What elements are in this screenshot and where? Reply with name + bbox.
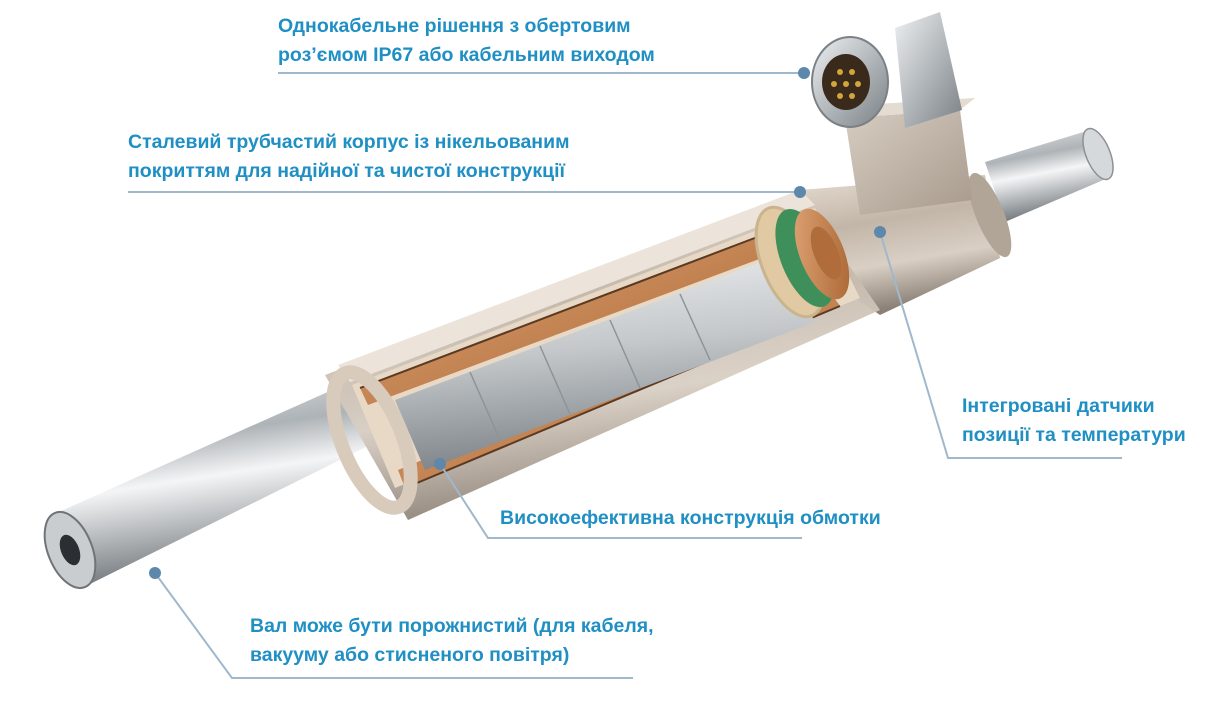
rod-left-icon <box>43 382 380 589</box>
callout-housing-line2: покриттям для надійної та чистої констру… <box>128 160 566 182</box>
leader-shaft <box>154 572 633 679</box>
callout-shaft-line1: Вал може бути порожнистий (для кабеля, <box>250 615 654 637</box>
callout-winding: Високоефективна конструкція обмотки <box>500 504 881 533</box>
connector-icon <box>811 12 975 215</box>
housing-icon <box>325 172 1012 520</box>
callout-connector: Однокабельне рішення з обертовим роз’ємо… <box>278 12 655 70</box>
dot-shaft <box>149 567 161 579</box>
dot-connector <box>798 67 810 79</box>
callout-connector-line2: роз’ємом IP67 або кабельним виходом <box>278 44 655 66</box>
dot-housing <box>794 186 806 198</box>
callout-shaft-line2: вакууму або стисненого повітря) <box>250 644 570 666</box>
callout-sensors: Інтегровані датчики позиції та температу… <box>962 392 1186 450</box>
dot-winding <box>434 458 446 470</box>
leader-winding <box>439 463 802 539</box>
dot-sensors <box>874 226 886 238</box>
callout-housing-line1: Сталевий трубчастий корпус із нікельован… <box>128 131 570 153</box>
callout-shaft: Вал може бути порожнистий (для кабеля, в… <box>250 612 654 670</box>
leader-sensors <box>879 231 1122 459</box>
rod-right-icon <box>985 127 1114 222</box>
callout-sensors-line1: Інтегровані датчики <box>962 395 1155 417</box>
callout-winding-line1: Високоефективна конструкція обмотки <box>500 507 881 529</box>
callout-housing: Сталевий трубчастий корпус із нікельован… <box>128 128 570 186</box>
callout-sensors-line2: позиції та температури <box>962 424 1186 446</box>
leader-lines <box>128 72 1122 679</box>
leader-dots <box>149 67 886 579</box>
callout-connector-line1: Однокабельне рішення з обертовим <box>278 15 631 37</box>
